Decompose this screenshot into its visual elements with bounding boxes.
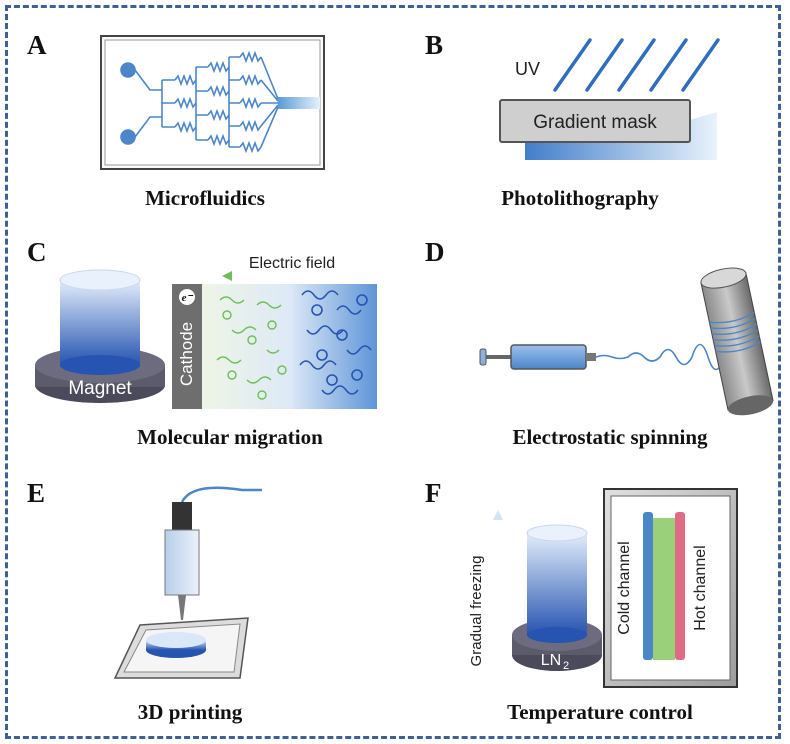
- caption-temperature-control: Temperature control: [507, 700, 693, 724]
- electron-label: e⁻: [182, 292, 194, 304]
- panel-letter-a: A: [27, 30, 47, 60]
- caption-3d-printing: 3D printing: [137, 700, 243, 724]
- cold-channel-label: Cold channel: [616, 541, 633, 634]
- caption-electrostatic-spinning: Electrostatic spinning: [512, 425, 708, 449]
- caption-microfluidics: Microfluidics: [145, 186, 265, 210]
- 3d-printer-diagram: [113, 486, 262, 679]
- panel-letter-c: C: [27, 237, 47, 267]
- ln2-label: LN: [541, 652, 561, 669]
- panel-letter-d: D: [425, 237, 445, 267]
- microfluidic-chip: [100, 35, 325, 170]
- gradient-mask-label: Gradient mask: [533, 112, 657, 133]
- caption-photolithography: Photolithography: [501, 186, 659, 210]
- hot-channel-label: Hot channel: [692, 545, 709, 630]
- panel-letter-e: E: [27, 478, 46, 508]
- magnet-diagram: Magnet: [35, 269, 165, 403]
- panel-letter-b: B: [425, 30, 444, 60]
- photolithography-diagram: UV Gradient mask: [499, 38, 720, 160]
- ln2-subscript: 2: [563, 660, 569, 672]
- cathode-label: Cathode: [177, 322, 196, 386]
- electric-field-diagram: Electric field e⁻ Cathode: [172, 255, 377, 409]
- channel-box-diagram: Cold channel Hot channel: [603, 488, 738, 688]
- dashed-frame: [5, 5, 781, 739]
- uv-label: UV: [515, 59, 540, 79]
- gradual-freezing-diagram: Gradual freezing LN 2: [468, 510, 602, 672]
- electrospinning-diagram: [479, 267, 774, 416]
- panel-letter-f: F: [425, 478, 442, 508]
- gradual-freezing-label: Gradual freezing: [468, 556, 485, 667]
- magnet-label: Magnet: [68, 378, 132, 399]
- caption-molecular-migration: Molecular migration: [137, 425, 323, 449]
- electric-field-label: Electric field: [249, 255, 335, 272]
